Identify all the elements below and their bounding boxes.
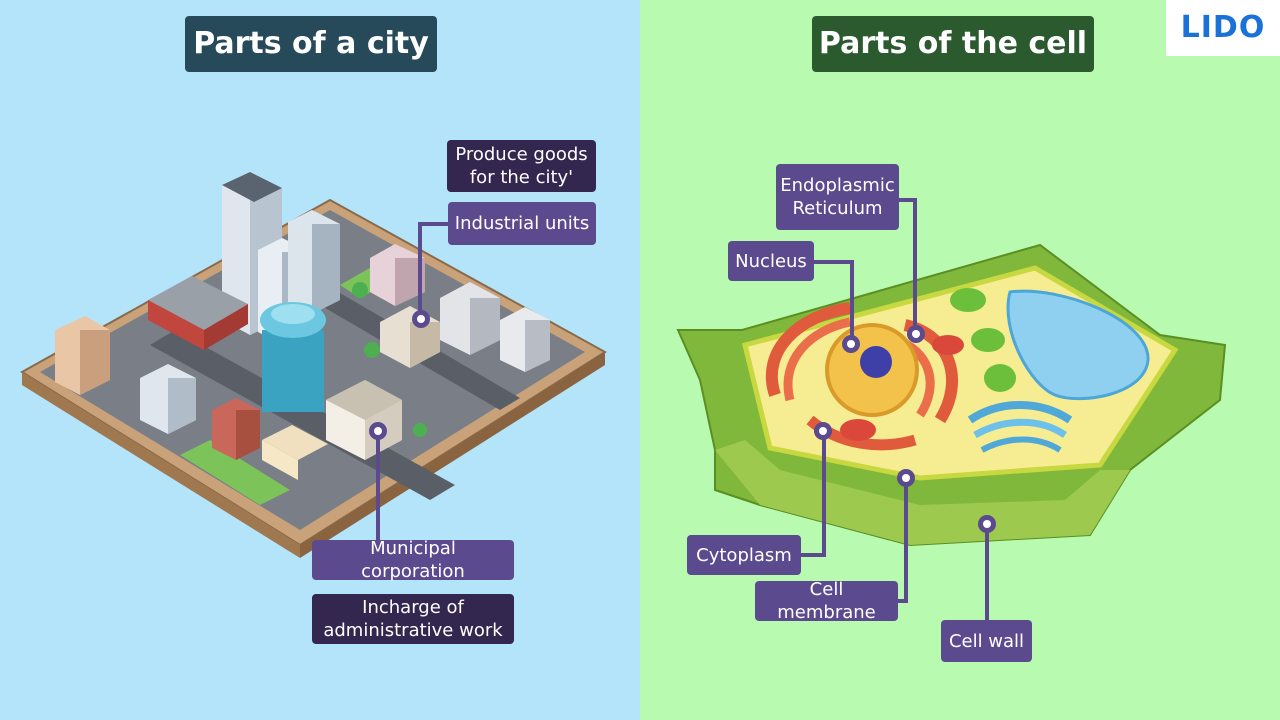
city-illustration [20, 172, 607, 558]
city-title: Parts of a city [185, 16, 437, 72]
cell-panel [640, 0, 1280, 720]
nucleus-label: Nucleus [728, 241, 814, 281]
industrial-units-label: Industrial units [448, 202, 596, 245]
endoplasmic-reticulum-label: Endoplasmic Reticulum [776, 164, 899, 230]
produce-goods-label: Produce goods for the city' [447, 140, 596, 192]
cell-membrane-label: Cell membrane [755, 579, 898, 623]
lido-logo: LIDO [1166, 0, 1280, 56]
cell-title: Parts of the cell [812, 16, 1094, 72]
municipal-corporation-label: Municipal corporation [312, 538, 514, 582]
administrative-work-label: Incharge of administrative work [312, 594, 514, 644]
cytoplasm-label: Cytoplasm [687, 535, 801, 575]
cell-wall-label: Cell wall [941, 620, 1032, 662]
